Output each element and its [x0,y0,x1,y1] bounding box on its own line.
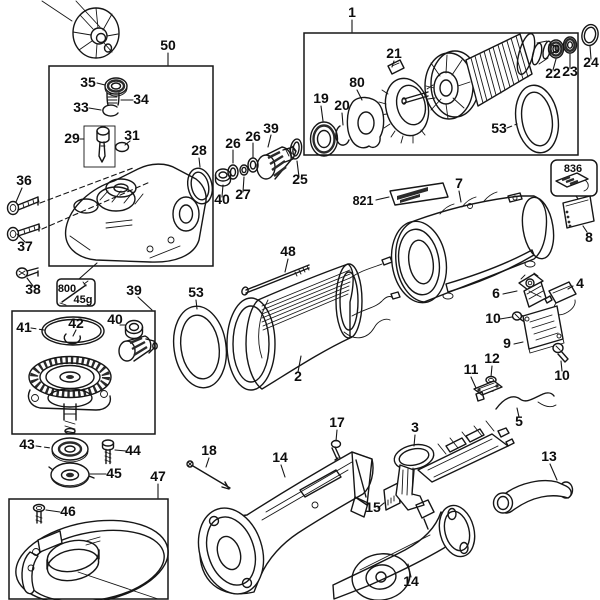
retaining-ring-24 [581,23,599,60]
callout-26-a: 26 [225,135,241,151]
callout-5: 5 [515,413,523,429]
callout-50: 50 [160,37,176,53]
callout-33: 33 [73,99,89,115]
callout-40-b: 40 [107,311,123,327]
callout-29: 29 [64,130,80,146]
callout-28: 28 [191,142,207,158]
callout-26-b: 26 [245,128,261,144]
callout-45: 45 [106,465,122,481]
group-box-836 [550,159,598,197]
callout-80: 80 [349,74,365,90]
callout-10-b: 10 [554,367,570,383]
fan-wheel-drawing [41,0,120,59]
callout-53-a: 53 [491,120,507,136]
callout-53-b: 53 [188,284,204,300]
callout-38: 38 [25,281,41,297]
callout-2: 2 [294,368,302,384]
callout-821: 821 [353,194,374,208]
grease-label-800: 800 [58,283,76,295]
gear-case-group [48,52,214,267]
callout-46: 46 [60,503,76,519]
callout-19: 19 [313,90,329,106]
callout-12: 12 [484,350,500,366]
callout-23: 23 [562,63,578,79]
guard-group [8,483,169,600]
flange-group [35,437,127,488]
callout-42: 42 [68,315,84,331]
callout-44: 44 [125,442,141,458]
callout-13: 13 [541,448,557,464]
callout-6: 6 [492,285,500,301]
callout-27: 27 [235,186,251,202]
callout-18: 18 [201,442,217,458]
callout-4: 4 [576,275,584,291]
callout-41: 41 [16,319,32,335]
group-box-50 [48,65,214,267]
callout-8: 8 [585,229,593,245]
callout-31: 31 [124,127,140,143]
callout-22: 22 [545,65,561,81]
callout-7: 7 [455,175,463,191]
callout-39-b: 39 [126,282,142,298]
callout-21: 21 [386,45,402,61]
callout-35: 35 [80,74,96,90]
callout-14-b: 14 [403,573,419,589]
callout-20: 20 [334,97,350,113]
callout-47: 47 [150,468,166,484]
group-box-39 [11,310,156,435]
callout-25: 25 [292,171,308,187]
callout-48: 48 [280,243,296,259]
callout-40-a: 40 [214,191,230,207]
callout-10-a: 10 [485,310,501,326]
callout-14-a: 14 [272,449,288,465]
callout-17: 17 [329,414,345,430]
callout-labels: 1 50 35 34 33 29 31 28 40 26 27 26 39 25… [16,4,599,589]
callout-9: 9 [503,335,511,351]
group-box-1 [303,32,579,156]
callout-34: 34 [133,91,149,107]
electrics-group [470,272,577,418]
housing-group [186,420,574,600]
callout-836: 836 [564,163,582,175]
callout-36: 36 [16,172,32,188]
callout-11: 11 [464,361,479,377]
callout-15: 15 [365,499,381,515]
callout-1: 1 [348,4,356,20]
callout-24: 24 [583,54,599,70]
left-screws-group [6,167,151,307]
callout-3: 3 [411,419,419,435]
callout-37: 37 [17,238,33,254]
grease-box [56,278,96,307]
grease-label-45g: 45g [74,294,93,306]
armature-group [303,19,579,157]
callout-39-a: 39 [263,120,279,136]
spindle-box-group [11,296,158,435]
motor-housing-group [375,159,598,304]
spindle-pinion-chain-group [186,134,303,205]
field-coil-group [172,256,401,391]
callout-43: 43 [19,436,35,452]
